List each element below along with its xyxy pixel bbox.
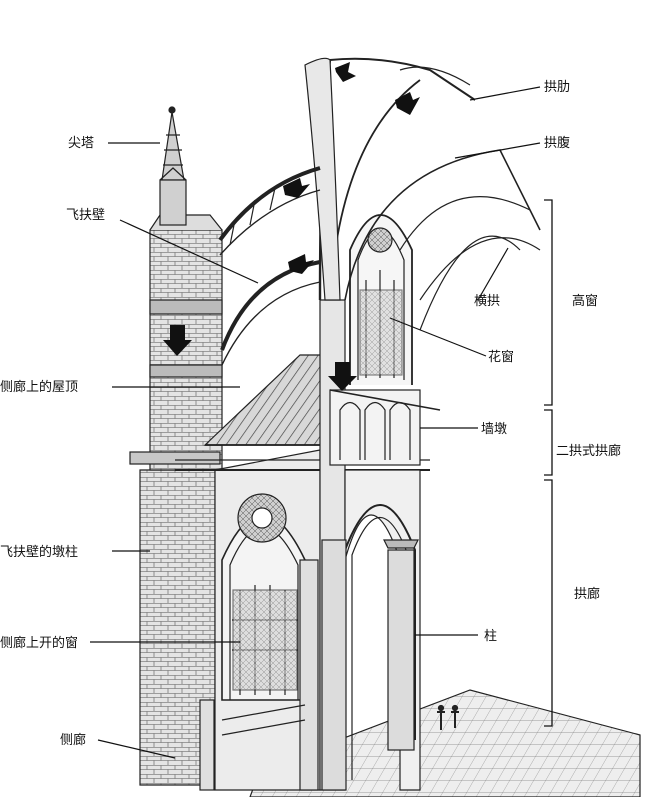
label-tracery: 花窗 bbox=[488, 349, 514, 365]
aisle-roof bbox=[203, 354, 331, 446]
nave-floor bbox=[249, 689, 641, 797]
height-brackets bbox=[544, 199, 553, 727]
labels: 拱肋 拱腹 尖塔 飞扶壁 横拱 高窗 花窗 侧廊上的屋顶 墙墩 二拱式拱廊 飞扶… bbox=[0, 80, 621, 748]
label-buttress-pier: 飞扶壁的墩柱 bbox=[0, 544, 78, 560]
label-triforium: 二拱式拱廊 bbox=[556, 443, 621, 459]
label-column: 柱 bbox=[484, 629, 497, 644]
label-transverse-arch: 横拱 bbox=[474, 294, 500, 309]
aisle-columns bbox=[199, 559, 319, 791]
force-arrows bbox=[163, 62, 420, 391]
clerestory bbox=[349, 214, 413, 385]
label-spire: 尖塔 bbox=[68, 136, 94, 151]
figures bbox=[437, 704, 459, 730]
bracket-clerestory bbox=[544, 199, 553, 406]
aisle-window bbox=[221, 493, 306, 701]
label-aisle-window: 侧廊上开的窗 bbox=[0, 635, 78, 651]
arcade bbox=[321, 504, 419, 791]
label-aisle: 侧廊 bbox=[60, 732, 86, 748]
label-flying-buttress: 飞扶壁 bbox=[66, 208, 105, 223]
label-clerestory: 高窗 bbox=[572, 293, 598, 309]
label-arcade: 拱廊 bbox=[574, 586, 600, 602]
label-wall-pier: 墙墩 bbox=[481, 422, 507, 437]
bracket-triforium bbox=[544, 409, 553, 476]
label-rib: 拱肋 bbox=[544, 80, 570, 95]
spire bbox=[159, 106, 187, 226]
triforium bbox=[329, 389, 441, 466]
label-aisle-roof: 侧廊上的屋顶 bbox=[0, 379, 78, 395]
leader-lines bbox=[90, 86, 541, 759]
cathedral-drawing bbox=[129, 57, 641, 797]
bracket-arcade bbox=[544, 479, 553, 727]
label-web: 拱腹 bbox=[544, 135, 570, 151]
vault bbox=[304, 57, 541, 331]
